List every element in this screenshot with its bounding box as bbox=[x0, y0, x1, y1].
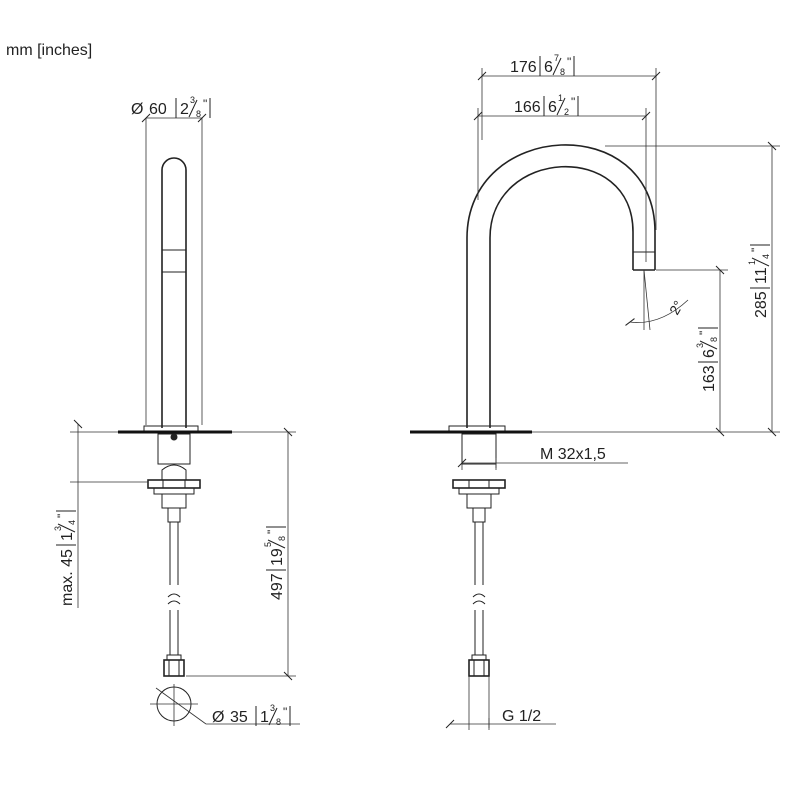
units-label: mm [inches] bbox=[6, 42, 93, 59]
side-shank bbox=[461, 433, 497, 465]
front-hose-nut bbox=[163, 659, 185, 677]
svg-text:Ø: Ø bbox=[212, 709, 224, 726]
svg-text:7: 7 bbox=[554, 53, 559, 63]
dim-deck-thickness: max. 45 1 3 4 " bbox=[53, 510, 77, 606]
dim-base-diameter: Ø 60 2 3 8 " bbox=[131, 95, 211, 119]
svg-text:": " bbox=[55, 514, 69, 518]
svg-text:3: 3 bbox=[190, 95, 195, 105]
front-mounting-nut bbox=[147, 479, 201, 489]
side-spout-outer bbox=[466, 144, 656, 428]
svg-text:1: 1 bbox=[59, 532, 76, 541]
svg-text:8: 8 bbox=[560, 67, 565, 77]
svg-text:166: 166 bbox=[514, 99, 541, 116]
svg-text:1: 1 bbox=[747, 260, 757, 265]
side-spout-inner bbox=[489, 165, 634, 428]
svg-text:6: 6 bbox=[544, 59, 553, 76]
svg-text:max. 45: max. 45 bbox=[59, 549, 76, 606]
svg-text:11: 11 bbox=[753, 267, 770, 284]
side-hose-nut bbox=[468, 659, 490, 677]
svg-text:": " bbox=[265, 530, 279, 534]
svg-text:285: 285 bbox=[753, 291, 770, 318]
svg-text:1: 1 bbox=[558, 93, 563, 103]
svg-text:163: 163 bbox=[701, 365, 718, 392]
front-shank bbox=[157, 433, 191, 465]
front-base-flange bbox=[143, 425, 199, 432]
svg-text:5: 5 bbox=[263, 542, 273, 547]
svg-text:6: 6 bbox=[701, 349, 718, 358]
svg-text:19: 19 bbox=[269, 548, 286, 566]
dim-spout-reach: 166 6 1 2 " bbox=[514, 93, 579, 117]
svg-text:176: 176 bbox=[510, 59, 537, 76]
svg-text:35: 35 bbox=[230, 709, 248, 726]
dim-hose-length: 497 19 5 8 " bbox=[263, 526, 287, 600]
svg-text:2: 2 bbox=[180, 101, 189, 118]
front-spout-body bbox=[161, 157, 187, 428]
svg-text:3: 3 bbox=[53, 526, 63, 531]
svg-text:": " bbox=[567, 55, 571, 69]
front-view: Ø 60 2 3 8 " max. 45 1 3 4 " 4 bbox=[53, 95, 300, 727]
svg-text:6: 6 bbox=[548, 99, 557, 116]
dim-overall-depth: 176 6 7 8 " bbox=[510, 53, 575, 77]
svg-text:8: 8 bbox=[276, 717, 281, 727]
svg-text:": " bbox=[749, 248, 763, 252]
svg-text:Ø: Ø bbox=[131, 101, 143, 118]
svg-text:": " bbox=[283, 705, 287, 719]
svg-text:8: 8 bbox=[709, 337, 719, 342]
svg-text:": " bbox=[571, 95, 575, 109]
front-set-screw bbox=[170, 433, 178, 441]
svg-text:497: 497 bbox=[269, 573, 286, 600]
svg-text:60: 60 bbox=[149, 101, 167, 118]
svg-text:2: 2 bbox=[564, 107, 569, 117]
dim-overall-height: 285 11 1 4 " bbox=[747, 244, 771, 318]
svg-text:3: 3 bbox=[270, 703, 275, 713]
dim-thread-connection: G 1/2 bbox=[502, 708, 541, 725]
svg-text:4: 4 bbox=[761, 254, 771, 259]
svg-text:8: 8 bbox=[277, 536, 287, 541]
svg-text:4: 4 bbox=[67, 520, 77, 525]
svg-text:1: 1 bbox=[260, 709, 269, 726]
svg-text:": " bbox=[697, 331, 711, 335]
svg-text:8: 8 bbox=[196, 109, 201, 119]
dim-outlet-height: 163 6 3 8 " bbox=[695, 327, 719, 392]
dim-hole-diameter: Ø 35 1 3 8 " bbox=[212, 703, 291, 727]
svg-text:3: 3 bbox=[695, 343, 705, 348]
side-view: 176 6 7 8 " 166 6 1 2 " 285 bbox=[410, 53, 780, 730]
dim-thread-shank: M 32x1,5 bbox=[540, 446, 606, 463]
svg-text:": " bbox=[203, 97, 207, 111]
